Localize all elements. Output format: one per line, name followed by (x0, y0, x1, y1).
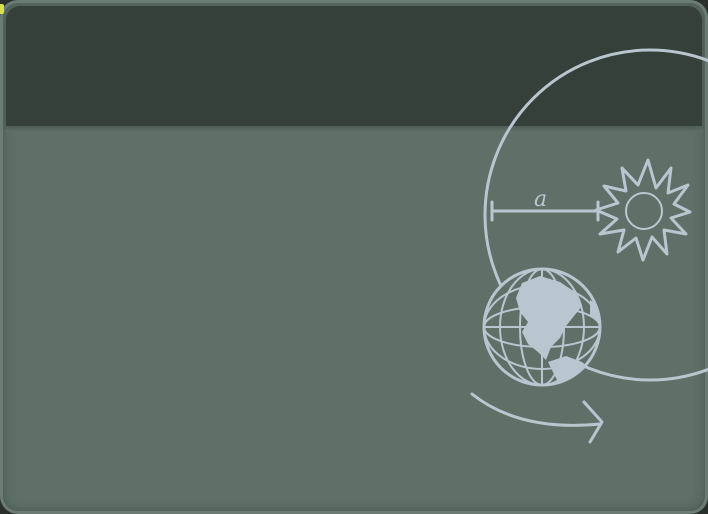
orbit-circle (483, 48, 708, 382)
corner-marker (0, 4, 4, 14)
sun-icon (594, 158, 692, 262)
distance-marker: a (490, 187, 600, 222)
distance-label: a (534, 187, 547, 212)
header-band (6, 6, 702, 126)
orbit-arrow-icon (470, 392, 604, 444)
globe-icon (482, 267, 602, 387)
header-band-edge (6, 126, 702, 132)
